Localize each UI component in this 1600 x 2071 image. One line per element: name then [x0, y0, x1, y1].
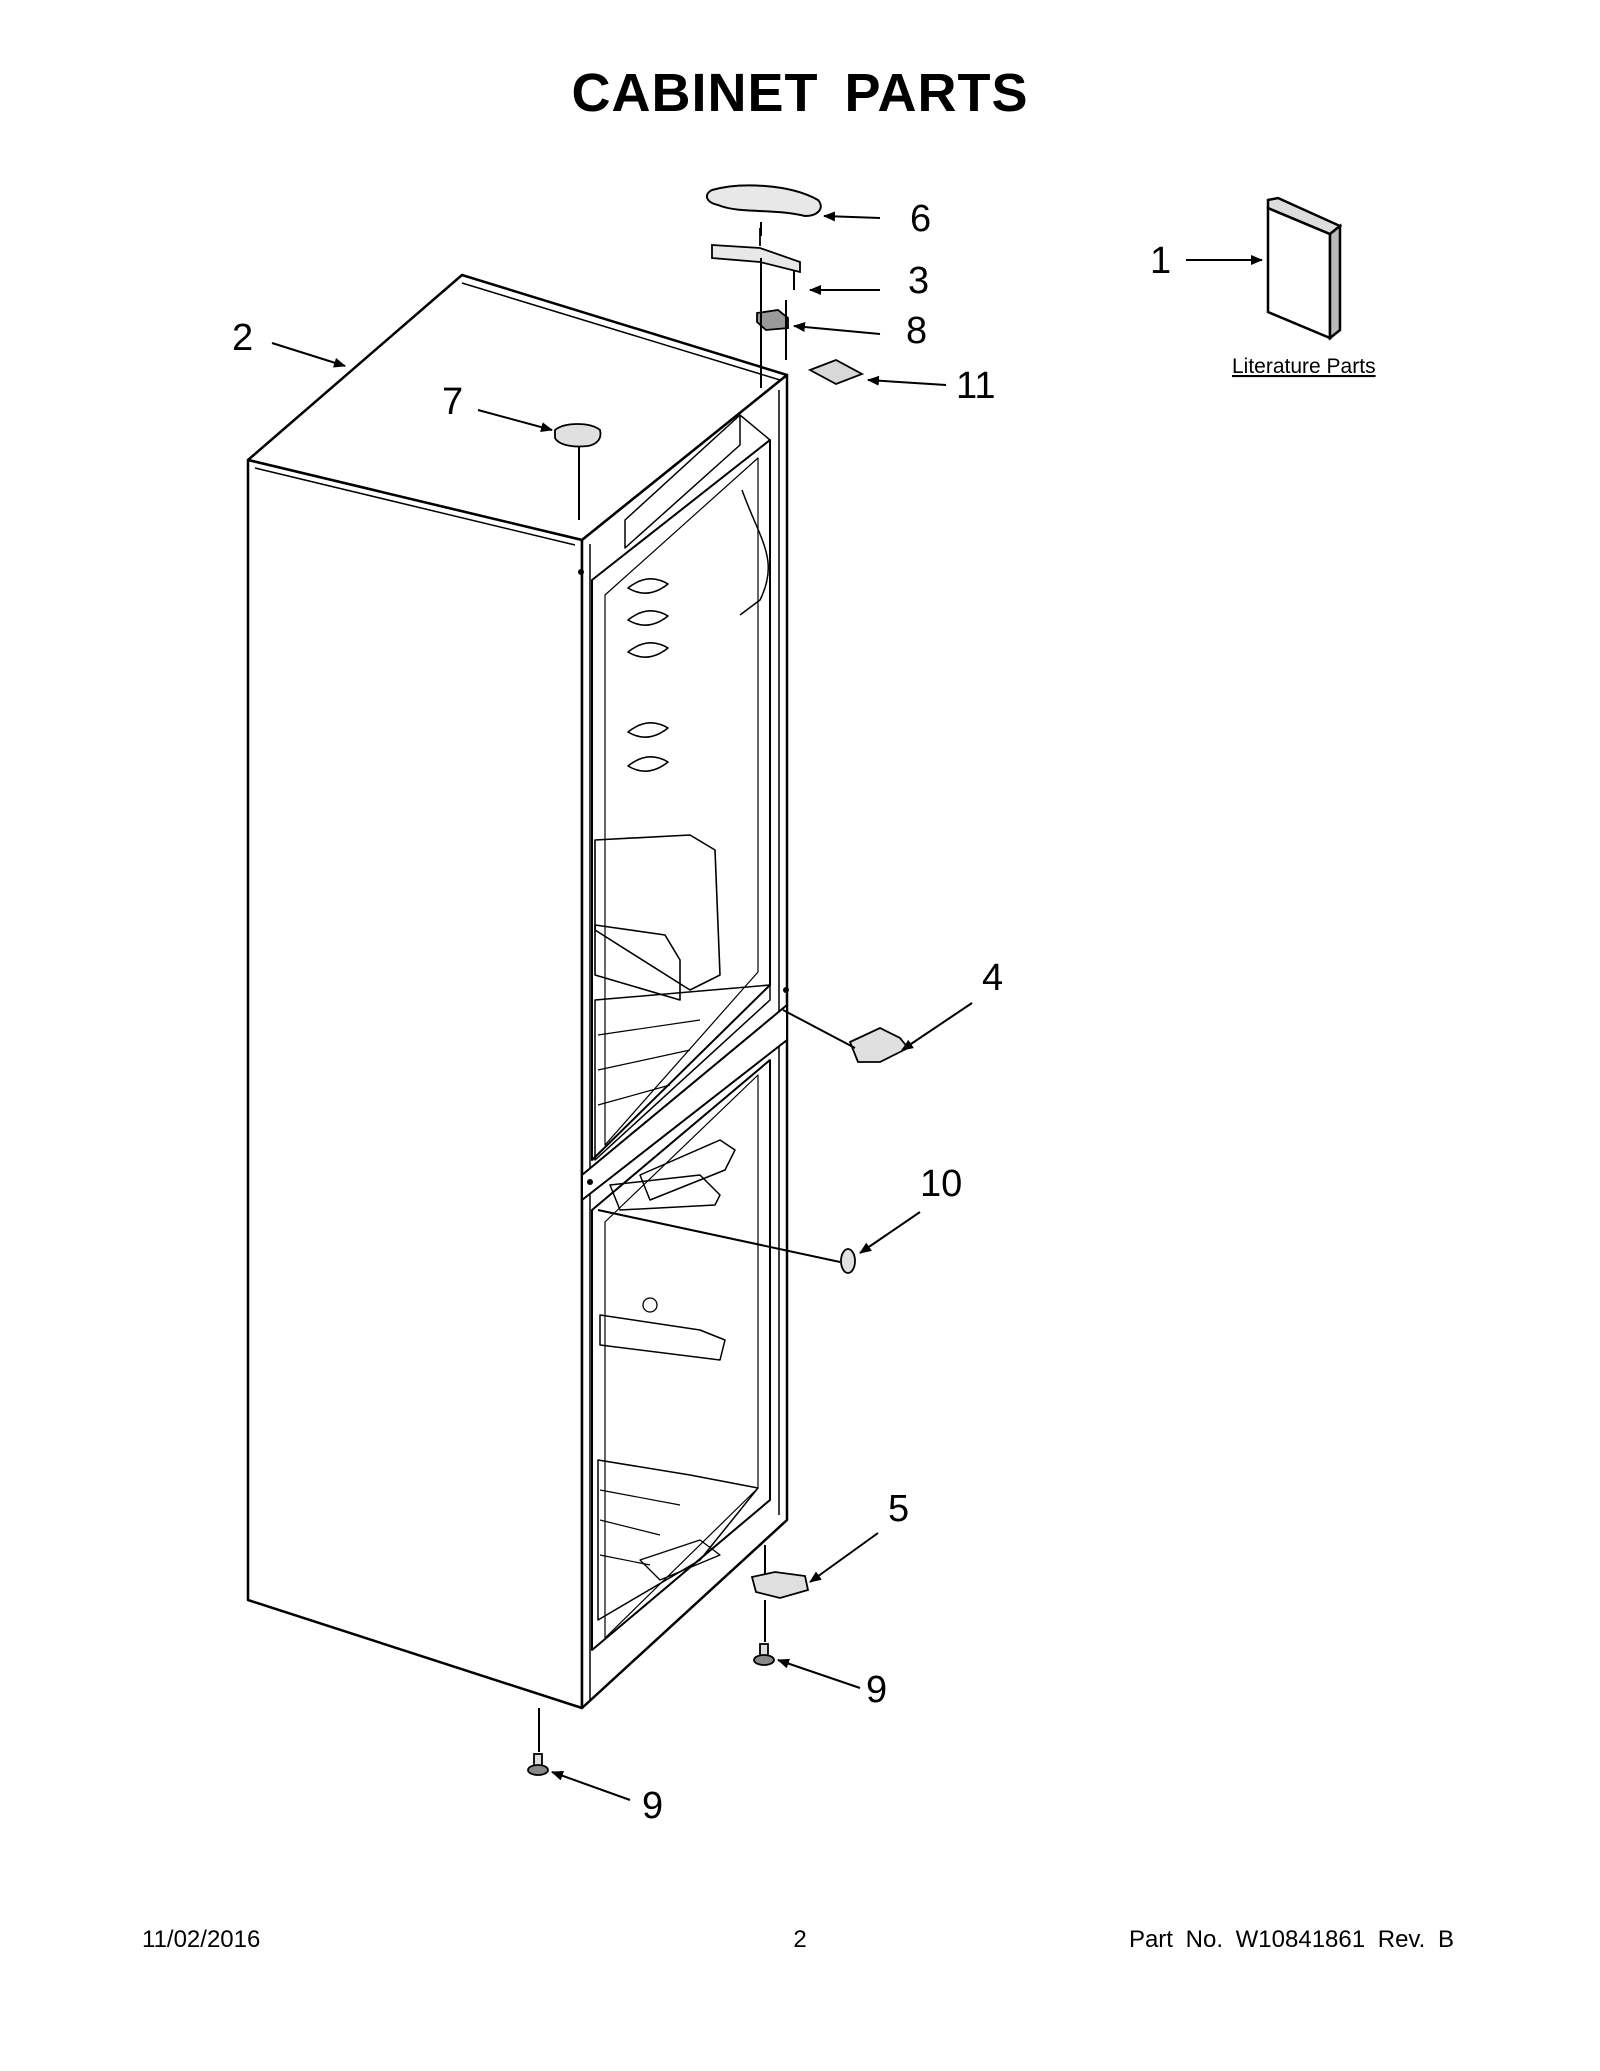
callout-10: 10 [920, 1163, 962, 1205]
callout-1: 1 [1150, 240, 1171, 282]
callout-9-front: 9 [866, 1669, 887, 1711]
callout-9-rear: 9 [642, 1785, 663, 1827]
fresh-food-compartment [591, 414, 771, 1161]
freezer-compartment [591, 1059, 771, 1651]
literature-parts-label: Literature Parts [1232, 355, 1376, 378]
top-hinge-cover [705, 184, 822, 218]
callout-8: 8 [906, 310, 927, 352]
callout-7: 7 [442, 381, 463, 423]
leveling-leg-rear [527, 1753, 549, 1776]
callout-labels: 1 2 3 4 5 6 7 8 9 9 10 11 [232, 198, 1171, 1827]
callout-4: 4 [982, 957, 1003, 999]
literature-booklet [1266, 196, 1343, 341]
hinge-holes [578, 569, 789, 1185]
hinge-cap [756, 309, 789, 331]
footer-date: 11/02/2016 [142, 1926, 261, 1953]
center-hinge [848, 1027, 910, 1063]
bottom-hinge [750, 1571, 810, 1599]
footer-page-number: 2 [793, 1926, 807, 1953]
mullion [581, 1002, 788, 1203]
assembly-lines [538, 222, 856, 1752]
top-hinge [711, 228, 801, 290]
mullion-screw [840, 1248, 856, 1274]
footer-part-number: Part No. W10841861 Rev. B [1128, 1926, 1454, 1953]
leveling-leg-front [753, 1643, 775, 1666]
page-title: CABINET PARTS [571, 63, 1029, 123]
callout-arrows [271, 211, 1263, 1801]
hinge-spacer-plate [807, 359, 865, 385]
callout-11: 11 [956, 365, 995, 407]
callout-2: 2 [232, 317, 253, 359]
cabinet-body [246, 273, 789, 1710]
callout-5: 5 [888, 1488, 909, 1530]
callout-6: 6 [910, 198, 931, 240]
callout-3: 3 [908, 260, 929, 302]
top-plug [554, 423, 602, 448]
